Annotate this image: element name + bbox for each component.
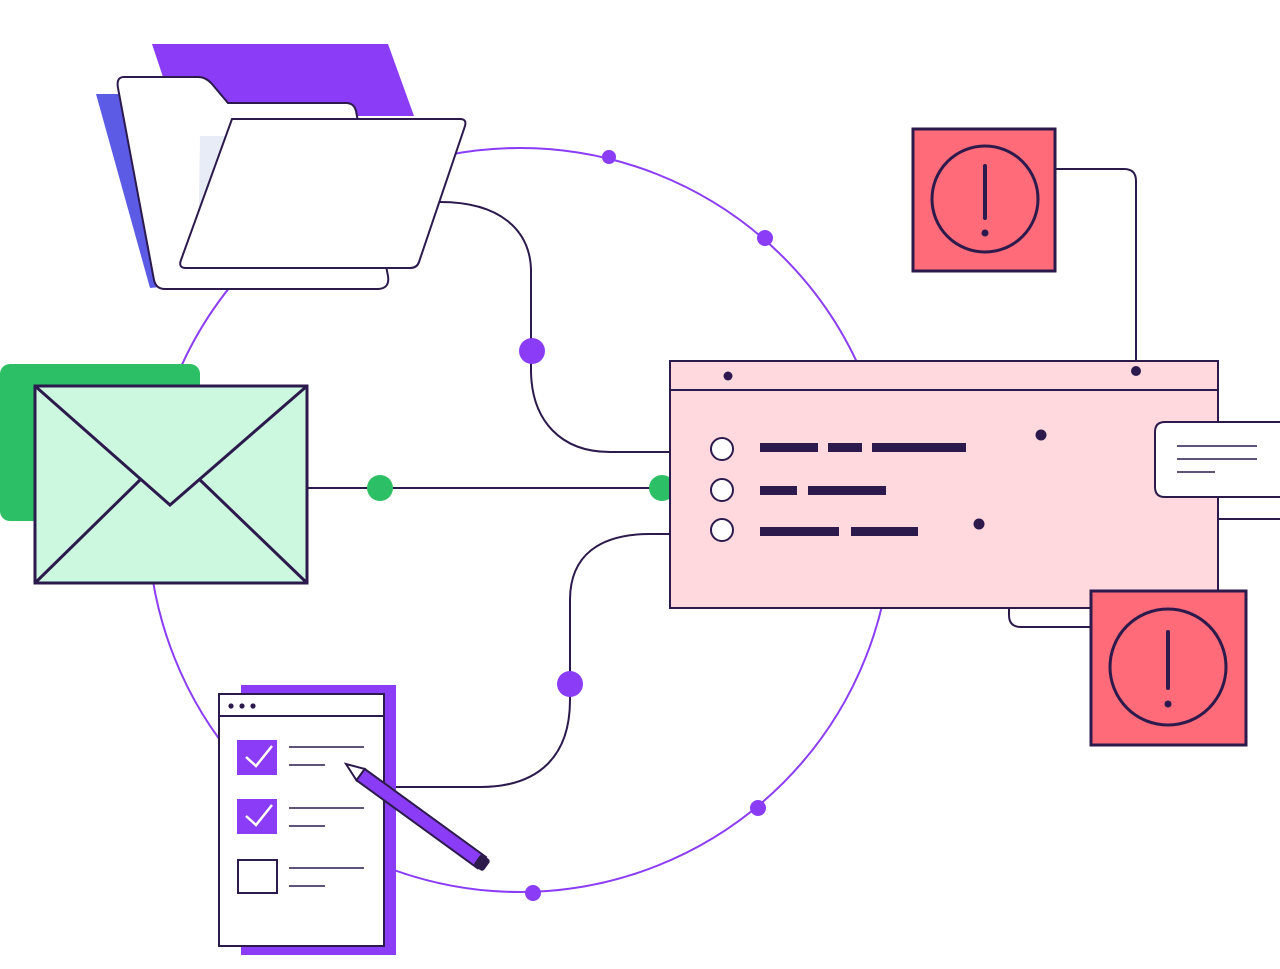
radio-icon [710, 437, 734, 461]
folder-icon [96, 44, 467, 290]
connector-folder-dashboard [439, 201, 670, 453]
orbit-dot [602, 150, 616, 164]
window-dot [723, 371, 733, 381]
envelope-flap [34, 384, 308, 507]
envelope-icon [0, 364, 309, 585]
envelope-fold-right [197, 477, 309, 585]
alert-circle [930, 144, 1040, 254]
alert-circle [1108, 607, 1228, 727]
alert-icon-top [911, 127, 1057, 273]
orbit-dot [750, 800, 766, 816]
node-dot [557, 671, 583, 697]
window-dot [239, 703, 245, 709]
checkbox-icon [237, 799, 277, 834]
dashboard-bar [851, 527, 918, 536]
node-dot [519, 338, 545, 364]
node-dot [649, 475, 675, 501]
alert-dot [981, 229, 989, 237]
node-dot [973, 518, 985, 530]
dashboard-bar [760, 486, 797, 495]
node-dot [367, 475, 393, 501]
pencil-tip [343, 762, 367, 783]
dashboard-window-icon [669, 360, 1219, 609]
message-bubble-icon [1154, 421, 1280, 498]
orbit-dot [525, 885, 541, 901]
dashboard-frame [669, 360, 1219, 609]
node-dot [1035, 429, 1047, 441]
window-dot [228, 703, 234, 709]
checklist-icon [218, 685, 396, 955]
checkbox-icon [237, 859, 278, 894]
window-dot [1131, 366, 1141, 376]
checkmark-icon [245, 804, 273, 827]
envelope-fold-left [33, 477, 143, 585]
pencil-icon [343, 762, 490, 871]
checkmark-icon [245, 745, 273, 768]
alert-dot [1164, 700, 1172, 708]
dashboard-bar [760, 527, 839, 536]
window-dot [250, 703, 256, 709]
orbit-dot [757, 230, 773, 246]
checkbox-icon [237, 740, 277, 775]
dashboard-bar [760, 443, 818, 452]
dashboard-bar [808, 486, 886, 495]
folder-front-flap [179, 118, 467, 269]
connector-alert-dashboard [1055, 168, 1137, 371]
pencil-eraser [474, 854, 490, 871]
radio-icon [710, 478, 734, 502]
dashboard-bar [828, 443, 862, 452]
alert-icon-bottom [1089, 589, 1248, 747]
radio-icon [710, 518, 734, 542]
envelope-body [33, 384, 309, 585]
connector-checklist-dashboard [395, 533, 670, 788]
dashboard-bar [872, 443, 966, 452]
